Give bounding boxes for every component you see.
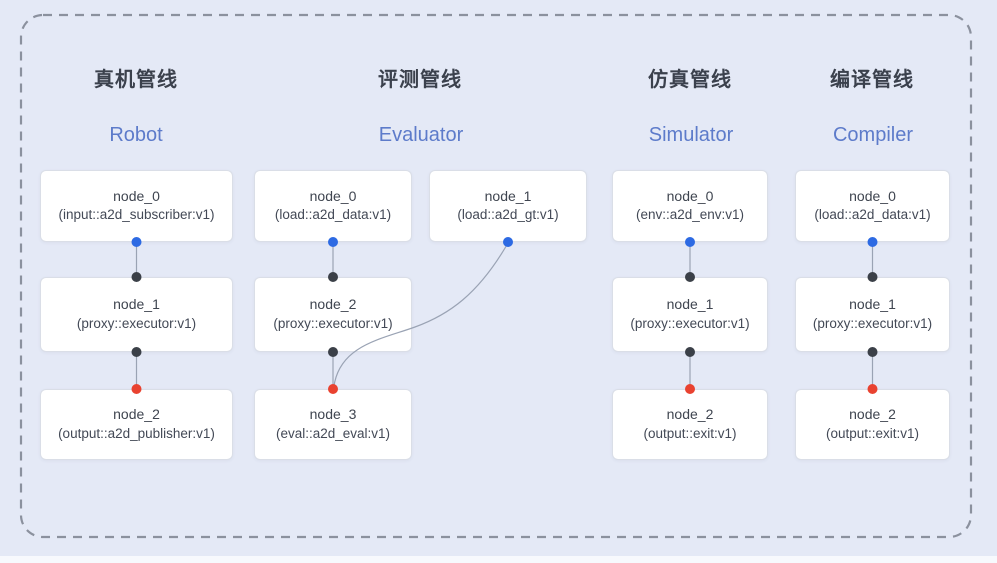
compiler-title-cn: 编译管线: [830, 69, 914, 91]
node-type: (proxy::executor:v1): [630, 315, 750, 331]
bottom-edge-strip: [0, 556, 997, 563]
node-name: node_2: [309, 296, 357, 313]
node-type: (load::a2d_gt:v1): [457, 207, 559, 223]
node-name: node_2: [666, 406, 714, 423]
node-name: node_2: [113, 406, 160, 423]
evaluator-node-1: node_1 (load::a2d_gt:v1): [429, 170, 587, 242]
node-name: node_0: [113, 187, 160, 204]
node-type: (output::exit:v1): [825, 425, 920, 441]
node-name: node_2: [849, 406, 896, 423]
evaluator-node-0: node_0 (load::a2d_data:v1): [254, 170, 412, 242]
node-type: (output::exit:v1): [643, 425, 737, 441]
node-type: (output::a2d_publisher:v1): [58, 425, 215, 441]
node-name: node_1: [666, 296, 714, 313]
evaluator-node-3: node_3 (eval::a2d_eval:v1): [254, 389, 412, 460]
compiler-node-1: node_1 (proxy::executor:v1): [795, 277, 950, 352]
simulator-node-0: node_0 (env::a2d_env:v1): [612, 170, 768, 242]
evaluator-node-2: node_2 (proxy::executor:v1): [254, 277, 412, 352]
node-type: (proxy::executor:v1): [273, 315, 393, 331]
node-name: node_1: [113, 296, 160, 313]
node-type: (env::a2d_env:v1): [635, 207, 745, 223]
evaluator-title-cn: 评测管线: [378, 69, 462, 91]
node-type: (eval::a2d_eval:v1): [275, 425, 391, 441]
node-type: (load::a2d_data:v1): [274, 207, 392, 223]
robot-node-1: node_1 (proxy::executor:v1): [40, 277, 233, 352]
compiler-node-2: node_2 (output::exit:v1): [795, 389, 950, 460]
node-name: node_3: [309, 406, 357, 423]
compiler-title-en: Compiler: [832, 124, 914, 146]
simulator-node-1: node_1 (proxy::executor:v1): [612, 277, 768, 352]
node-type: (proxy::executor:v1): [812, 315, 933, 331]
node-name: node_0: [309, 187, 357, 204]
evaluator-title-en: Evaluator: [378, 124, 464, 146]
node-type: (proxy::executor:v1): [76, 315, 197, 331]
node-name: node_0: [666, 187, 714, 204]
node-name: node_0: [849, 187, 896, 204]
node-type: (input::a2d_subscriber:v1): [58, 207, 215, 223]
robot-title-cn: 真机管线: [94, 69, 178, 91]
simulator-node-2: node_2 (output::exit:v1): [612, 389, 768, 460]
simulator-title-en: Simulator: [648, 124, 734, 146]
robot-node-0: node_0 (input::a2d_subscriber:v1): [40, 170, 233, 242]
node-name: node_1: [849, 296, 896, 313]
robot-title-en: Robot: [109, 124, 163, 146]
simulator-title-cn: 仿真管线: [648, 69, 732, 91]
node-name: node_1: [484, 187, 532, 204]
compiler-node-0: node_0 (load::a2d_data:v1): [795, 170, 950, 242]
robot-node-2: node_2 (output::a2d_publisher:v1): [40, 389, 233, 460]
node-type: (load::a2d_data:v1): [814, 207, 931, 223]
